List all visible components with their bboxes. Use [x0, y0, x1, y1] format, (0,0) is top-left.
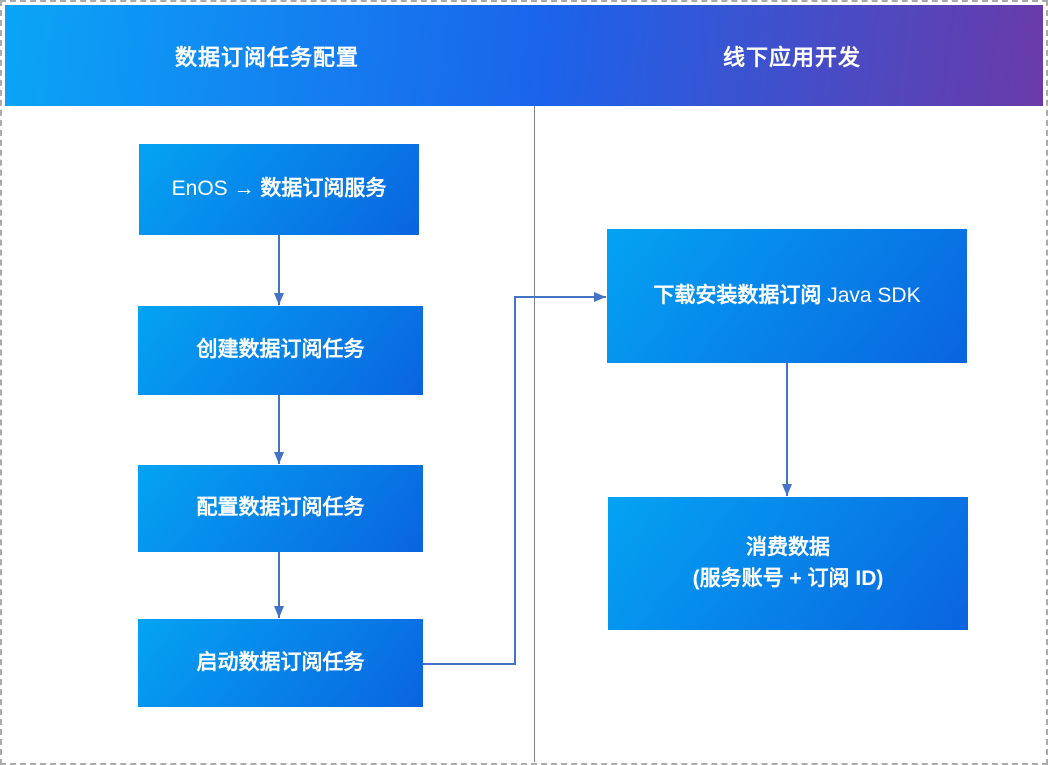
consume-data-label: 消费数据 [746, 536, 830, 560]
flow-box-start-task-text: 启动数据订阅任务 [197, 648, 365, 678]
right-panel-title: 线下应用开发 [722, 44, 862, 70]
enos-prefix-text: EnOS → [171, 177, 261, 201]
start-task-label: 启动数据订阅任务 [196, 650, 365, 674]
flow-box-start-task: 启动数据订阅任务 [138, 619, 423, 707]
flow-box-consume-data: 消费数据 (服务账号 + 订阅 ID) [608, 497, 968, 630]
enos-label-text: 数据订阅服务 [260, 177, 387, 201]
download-sdk-label: 下载安装数据订阅 [653, 283, 822, 307]
header-banner: 数据订阅任务配置 线下应用开发 [5, 5, 1043, 106]
flow-box-create-task: 创建数据订阅任务 [138, 306, 423, 395]
consume-data-sublabel: (服务账号 + 订阅 ID) [692, 566, 884, 590]
flow-box-enos-service: EnOS → 数据订阅服务 [139, 144, 419, 235]
arrow-start-to-sdk [423, 292, 606, 665]
create-task-label: 创建数据订阅任务 [196, 338, 365, 362]
left-panel-title: 数据订阅任务配置 [174, 44, 360, 70]
flow-box-create-task-text: 创建数据订阅任务 [197, 335, 365, 365]
flow-box-configure-task-text: 配置数据订阅任务 [197, 493, 365, 523]
flow-box-configure-task: 配置数据订阅任务 [138, 465, 423, 552]
download-sdk-suffix: Java SDK [821, 283, 921, 307]
flow-box-download-sdk-text: 下载安装数据订阅 Java SDK [653, 281, 920, 311]
panel-divider [534, 106, 535, 762]
flow-box-enos-service-text: EnOS → 数据订阅服务 [172, 174, 387, 204]
configure-task-label: 配置数据订阅任务 [196, 496, 365, 520]
flow-box-download-sdk: 下载安装数据订阅 Java SDK [607, 229, 967, 363]
